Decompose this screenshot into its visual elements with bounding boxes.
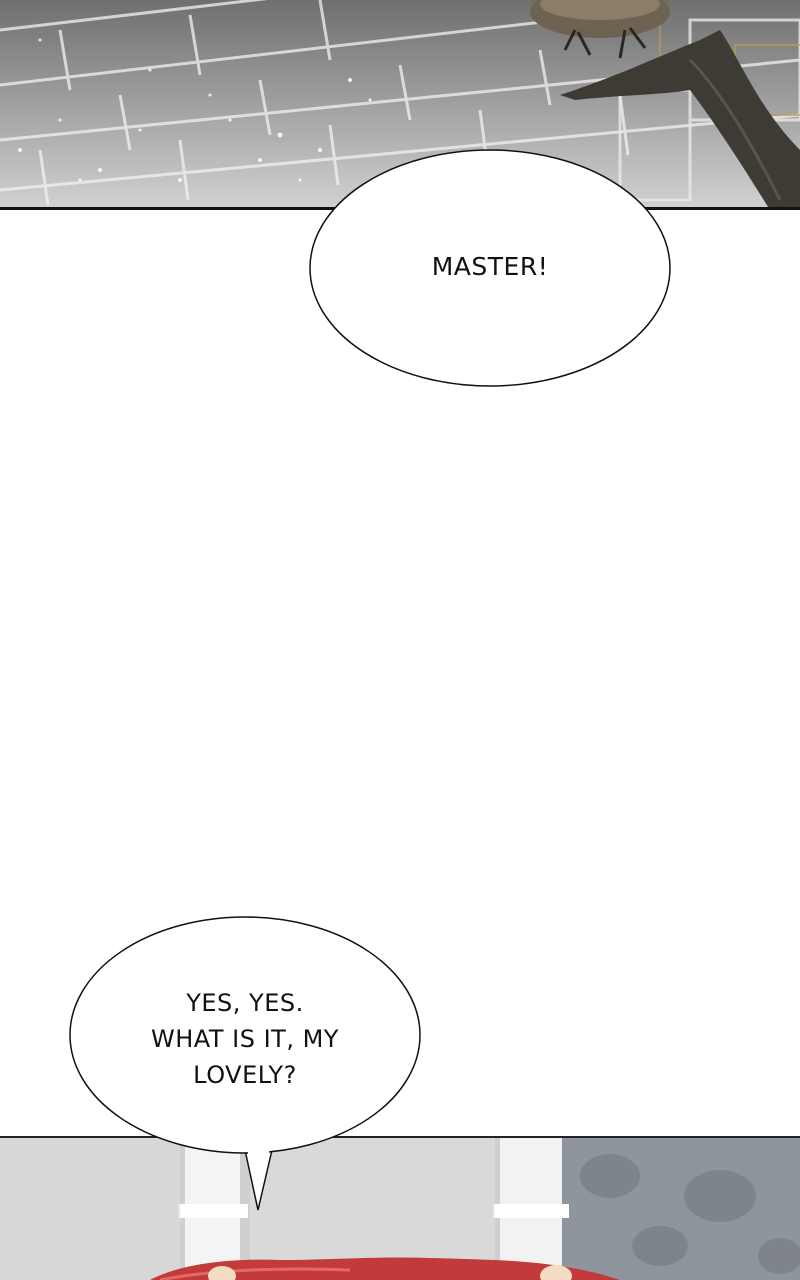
bubble-text-master: MASTER! xyxy=(431,252,549,281)
top-art-panel xyxy=(0,0,800,210)
bottom-art-panel xyxy=(0,1136,800,1280)
stone-wall-illustration xyxy=(0,0,800,210)
bubble-text-yes-yes: YES, YES. WHAT IS IT, MY LOVELY? xyxy=(151,989,339,1089)
speech-bubble-yes-yes xyxy=(69,916,421,1211)
speech-bubble-master xyxy=(309,149,671,387)
room-illustration xyxy=(0,1136,800,1280)
panel-border xyxy=(0,1136,800,1138)
